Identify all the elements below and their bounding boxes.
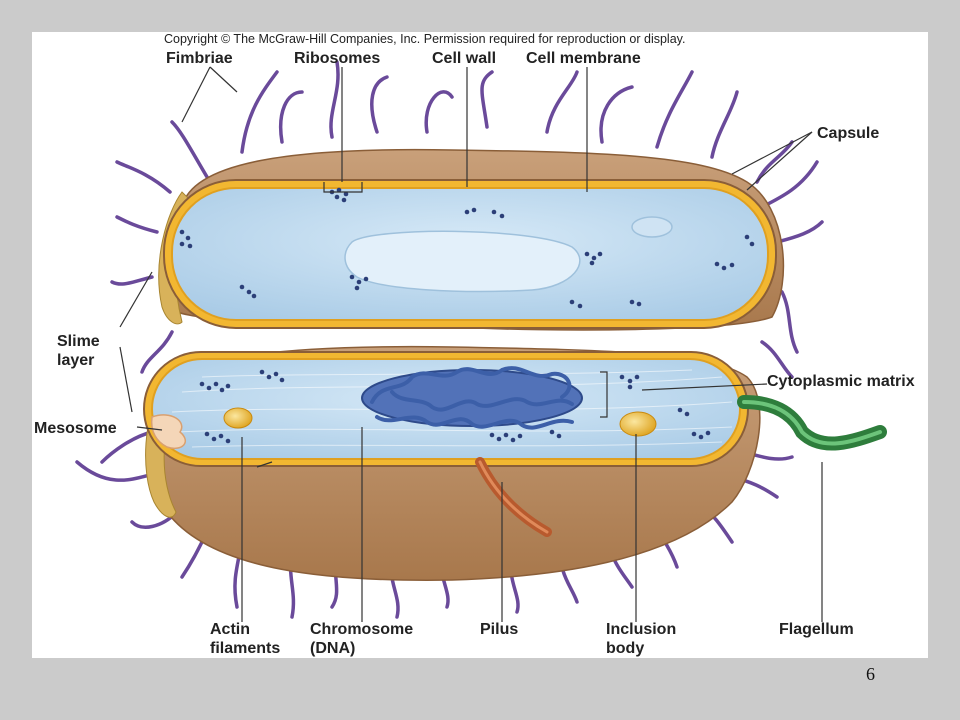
fimbria (760, 340, 794, 379)
fimbria (599, 85, 634, 144)
bacterial-cell-diagram (75, 60, 887, 622)
label-mesosome: Mesosome (34, 420, 117, 437)
fimbria (780, 290, 799, 354)
top-ribosomes (179, 187, 755, 309)
label-slime-layer: Slime layer (57, 332, 100, 370)
fimbria (545, 70, 579, 134)
label-chromosome-line2: (DNA) (310, 640, 356, 657)
chromosome-dna (361, 366, 583, 430)
fimbria (424, 90, 454, 134)
label-actin-line2: filaments (210, 640, 281, 657)
label-inclusion-line2: body (606, 640, 645, 657)
label-flagellum: Flagellum (779, 621, 854, 638)
label-capsule: Capsule (817, 125, 880, 142)
pilus-highlight (478, 460, 549, 534)
label-ribosomes: Ribosomes (294, 50, 381, 67)
fimbria (775, 220, 824, 244)
fimbria (755, 140, 794, 184)
fimbria (110, 275, 154, 286)
top-nucleoid-region (344, 230, 581, 293)
fimbria (279, 90, 304, 144)
label-chromosome-line1: Chromosome (310, 621, 414, 638)
fimbria (655, 70, 694, 149)
fimbria (170, 120, 212, 184)
label-fimbriae: Fimbriae (166, 50, 233, 67)
fimbria (140, 330, 174, 374)
top-vesicle (631, 216, 673, 238)
inclusion-body-left (223, 407, 253, 429)
fimbria (115, 160, 172, 194)
label-actin-filaments: Actin filaments (210, 620, 280, 658)
label-cell-membrane: Cell membrane (526, 50, 641, 67)
label-inclusion-line1: Inclusion (606, 621, 677, 638)
leader-lines (119, 66, 823, 622)
fimbria (240, 70, 279, 154)
page-number: 6 (866, 664, 875, 684)
fimbria (370, 75, 389, 134)
label-inclusion-body: Inclusion body (606, 620, 676, 658)
label-cytoplasmic-matrix: Cytoplasmic matrix (767, 373, 915, 390)
label-actin-line1: Actin (210, 621, 250, 638)
label-slime-line1: Slime (57, 333, 100, 350)
copyright-notice: Copyright © The McGraw-Hill Companies, I… (164, 32, 686, 46)
inclusion-body-right (619, 411, 657, 437)
mesosome (150, 414, 186, 449)
fimbria (115, 215, 159, 234)
label-pilus: Pilus (480, 621, 519, 638)
bottom-ribosomes (199, 369, 711, 444)
label-slime-line2: layer (57, 352, 95, 369)
label-chromosome: Chromosome (DNA) (310, 620, 413, 658)
fimbria (329, 60, 340, 139)
label-cell-wall: Cell wall (432, 50, 497, 67)
fimbria (710, 90, 739, 159)
fimbria (480, 70, 494, 129)
diagram-panel: Copyright © The McGraw-Hill Companies, I… (32, 32, 928, 658)
flagellum-highlight (742, 400, 882, 446)
